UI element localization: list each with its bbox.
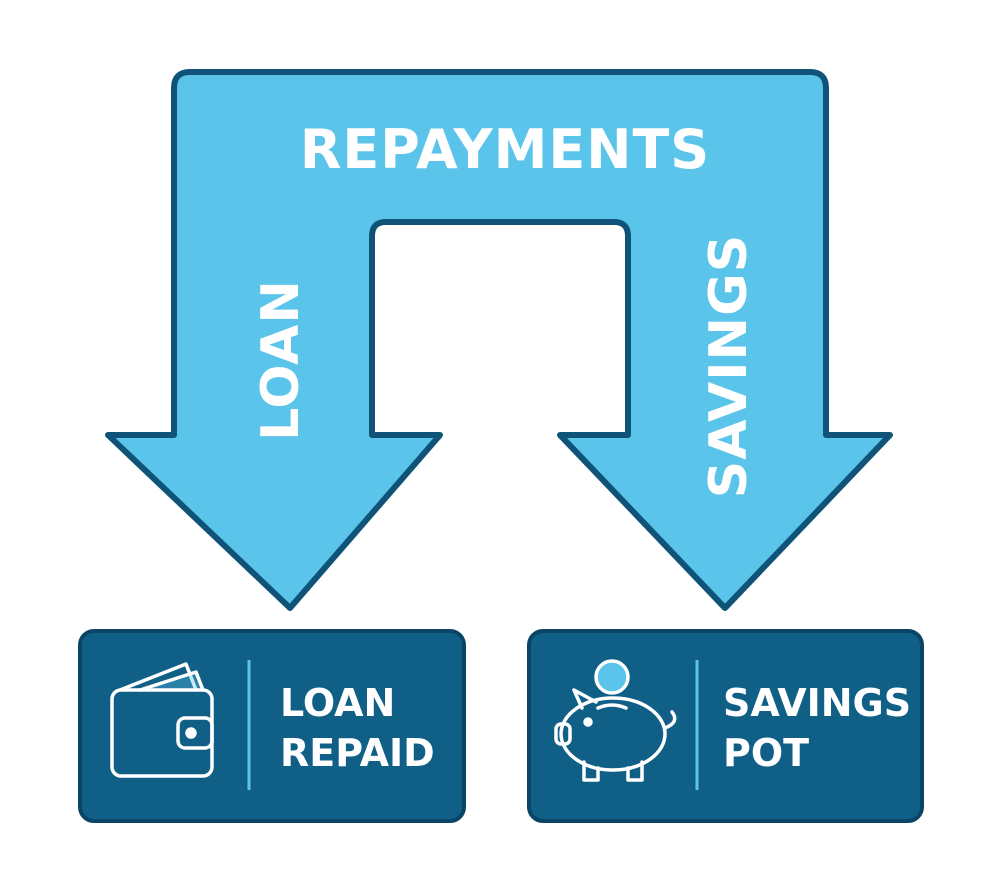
coin-icon <box>594 659 630 695</box>
loan-box-line2: REPAID <box>280 731 435 775</box>
savings-box-line1: SAVINGS <box>723 681 911 725</box>
wallet-icon <box>110 662 214 778</box>
savings-arrow-label: SAVINGS <box>699 234 759 498</box>
loan-arrow-label: LOAN <box>251 279 311 441</box>
loan-repaid-box: LOAN REPAID <box>78 629 466 823</box>
savings-box-line2: POT <box>723 731 809 775</box>
loan-box-line1: LOAN <box>280 681 395 725</box>
split-arrow <box>105 69 893 611</box>
savings-pot-box: SAVINGS POT <box>527 629 924 823</box>
piggy-bank-icon <box>554 659 677 782</box>
repayments-label: REPAYMENTS <box>300 118 710 181</box>
